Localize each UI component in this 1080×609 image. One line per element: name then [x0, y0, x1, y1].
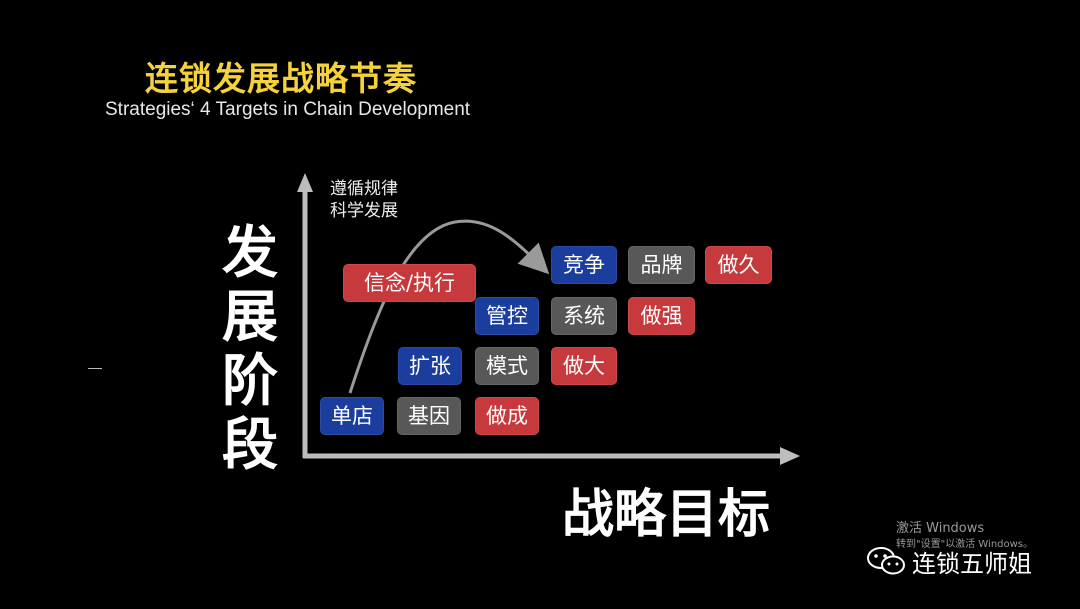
- watermark-line-2: 转到"设置"以激活 Windows。: [896, 539, 1034, 550]
- box-system: 系统: [551, 297, 617, 335]
- y-axis-label-char: 展: [222, 285, 278, 350]
- brand-name: 连锁五师姐: [912, 549, 1032, 578]
- box-expansion: 扩张: [398, 347, 462, 385]
- y-axis-label-char: 发: [222, 221, 278, 286]
- box-brand: 品牌: [628, 246, 695, 284]
- slide-subtitle: Strategies‘ 4 Targets in Chain Developme…: [105, 99, 471, 120]
- windows-activation-watermark: 激活 Windows 转到"设置"以激活 Windows。: [896, 521, 1033, 553]
- growth-curve-arrow: [348, 219, 550, 394]
- wechat-icon: [867, 547, 905, 575]
- box-make-it: 做成: [475, 397, 539, 435]
- box-model: 模式: [475, 347, 539, 385]
- box-belief-execution: 信念/执行: [343, 264, 476, 302]
- y-axis-arrowhead: [297, 173, 313, 192]
- y-axis-label-char: 阶: [222, 349, 278, 414]
- stray-dash: [88, 368, 102, 369]
- watermark-line-1: 激活 Windows: [896, 521, 985, 536]
- axis-note: 遵循规律 科学发展: [330, 178, 398, 222]
- y-axis-label: 发 展 阶 段: [214, 222, 286, 478]
- box-make-strong: 做强: [628, 297, 695, 335]
- box-make-big: 做大: [551, 347, 617, 385]
- box-competition: 竞争: [551, 246, 617, 284]
- slide-title: 连锁发展战略节奏: [145, 59, 417, 98]
- x-axis-arrowhead: [780, 447, 800, 465]
- box-make-lasting: 做久: [705, 246, 772, 284]
- box-single-store: 单店: [320, 397, 384, 435]
- brand-signature: 连锁五师姐: [866, 543, 1032, 579]
- box-gene: 基因: [397, 397, 461, 435]
- box-control: 管控: [475, 297, 539, 335]
- axis-note-line-1: 遵循规律: [330, 179, 398, 199]
- y-axis-label-char: 段: [222, 413, 278, 478]
- x-axis-label: 战略目标: [562, 485, 771, 545]
- axis-note-line-2: 科学发展: [330, 201, 398, 221]
